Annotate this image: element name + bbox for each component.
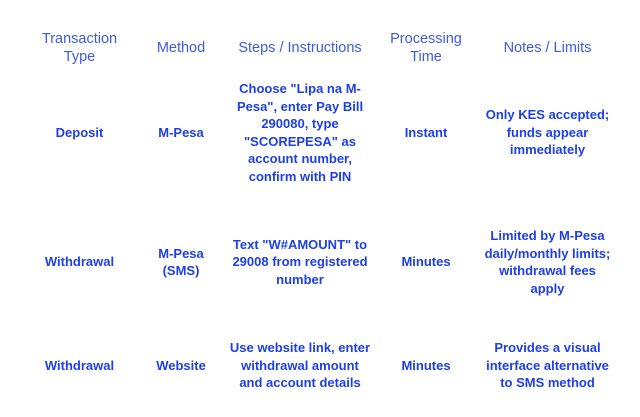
column-header-steps-instructions: Steps / Instructions	[238, 40, 362, 56]
cell-steps-instructions: Text "W#AMOUNT" to 29008 from registered…	[232, 236, 368, 287]
cell-processing-time: Instant	[404, 124, 448, 140]
cell-steps-instructions: Use website link, enter withdrawal amoun…	[229, 340, 371, 390]
cell-notes-limits: Limited by M-Pesa daily/monthly limits; …	[484, 228, 611, 296]
table-row: Deposit M-Pesa Choose "Lipa na M-Pesa", …	[22, 66, 618, 199]
column-header-method: Method	[156, 40, 206, 56]
row-spacer	[22, 199, 618, 213]
cell-method: M-Pesa	[158, 124, 204, 140]
table-header: Transaction Type Method Steps / Instruct…	[22, 30, 618, 66]
cell-transaction-type: Withdrawal	[44, 254, 115, 270]
table-body: Deposit M-Pesa Choose "Lipa na M-Pesa", …	[22, 66, 618, 406]
cell-processing-time: Minutes	[401, 254, 451, 270]
table-header-row: Transaction Type Method Steps / Instruct…	[22, 30, 618, 66]
cell-transaction-type: Deposit	[55, 124, 104, 140]
cell-transaction-type: Withdrawal	[44, 357, 115, 373]
row-spacer	[22, 311, 618, 325]
table-row: Withdrawal M-Pesa (SMS) Text "W#AMOUNT" …	[22, 213, 618, 311]
cell-notes-limits: Only KES accepted; funds appear immediat…	[485, 107, 610, 158]
cell-method: M-Pesa (SMS)	[158, 245, 204, 279]
column-header-transaction-type: Transaction Type	[41, 31, 118, 65]
cell-method: Website	[156, 357, 206, 373]
column-header-processing-time: Processing Time	[390, 31, 462, 65]
cell-notes-limits: Provides a visual interface alternative …	[486, 340, 609, 390]
cell-steps-instructions: Choose "Lipa na M-Pesa", enter Pay Bill …	[236, 81, 364, 184]
row-spacer-cell	[22, 311, 618, 325]
table-row: Withdrawal Website Use website link, ent…	[22, 325, 618, 406]
row-spacer-cell	[22, 199, 618, 213]
column-header-notes-limits: Notes / Limits	[503, 40, 592, 56]
payment-methods-table: Transaction Type Method Steps / Instruct…	[22, 30, 618, 406]
cell-processing-time: Minutes	[401, 357, 451, 373]
